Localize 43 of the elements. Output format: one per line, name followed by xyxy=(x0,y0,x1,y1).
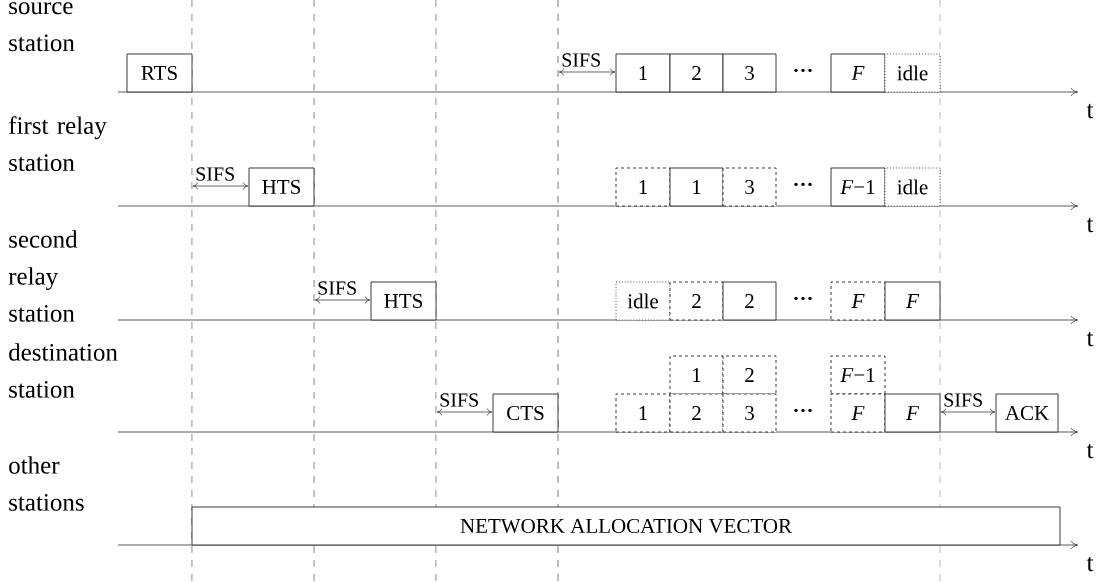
frame-box: 2 xyxy=(669,53,724,93)
ellipsis: ··· xyxy=(794,68,812,73)
time-label: t xyxy=(1086,217,1094,233)
time-label: t xyxy=(1086,103,1094,119)
ellipsis: ··· xyxy=(794,296,812,301)
frame-box: 2 xyxy=(669,281,724,321)
frame-box: F xyxy=(884,393,941,433)
time-label: t xyxy=(1086,331,1094,347)
frame-box: HTS xyxy=(370,281,437,321)
frame-box: 1 xyxy=(615,53,671,93)
frame-box: F xyxy=(830,393,886,433)
station-label: other stations xyxy=(9,456,84,511)
frame-box: F xyxy=(830,281,886,321)
ellipsis: ··· xyxy=(794,182,812,187)
station-label: destination station xyxy=(9,343,118,398)
frame-box: F xyxy=(830,53,886,93)
frame-box: HTS xyxy=(248,167,315,207)
frame-box: F xyxy=(884,281,941,321)
frame-box: 2 xyxy=(722,355,777,395)
time-label: t xyxy=(1086,556,1094,572)
frame-box: 3 xyxy=(722,393,777,433)
frame-box: 1 xyxy=(669,167,724,207)
frame-box: ACK xyxy=(995,393,1059,433)
frame-box: F−1 xyxy=(830,355,886,395)
frame-box: idle xyxy=(615,281,671,321)
frame-box: 2 xyxy=(722,281,777,321)
nav-bar: NETWORK ALLOCATION VECTOR xyxy=(191,506,1061,546)
frame-box: 2 xyxy=(669,393,724,433)
frame-box: 3 xyxy=(722,167,777,207)
station-label: first relay station xyxy=(8,116,107,172)
frame-box: idle xyxy=(884,53,941,93)
frame-box: 1 xyxy=(615,167,671,207)
ellipsis: ··· xyxy=(794,408,812,413)
frame-box: idle xyxy=(884,167,941,207)
frame-box: CTS xyxy=(492,393,559,433)
frame-box: F−1 xyxy=(830,167,886,207)
frame-box: 3 xyxy=(722,53,777,93)
frame-box: 1 xyxy=(615,393,671,433)
frame-box: 1 xyxy=(669,355,724,395)
interval-label: SIFS xyxy=(944,393,982,407)
station-label: source station xyxy=(9,2,75,52)
frame-box: RTS xyxy=(126,53,193,93)
time-label: t xyxy=(1086,443,1094,459)
